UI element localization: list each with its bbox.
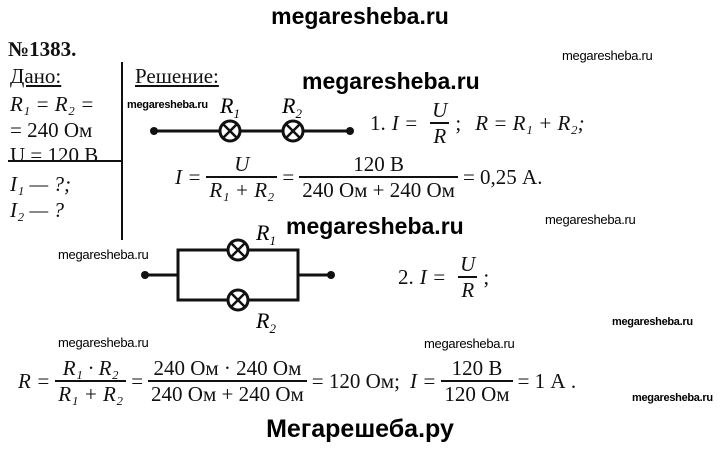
divider-vertical: [121, 62, 123, 240]
watermark: megaresheba.ru: [424, 336, 515, 351]
text: ;: [455, 110, 462, 135]
terminal: [150, 127, 158, 135]
find-line: I₂ — ?: [10, 198, 64, 222]
solution-title: Решение:: [135, 64, 219, 88]
numerator: 120 В: [353, 152, 404, 176]
denominator: R₁ + R₂: [206, 176, 278, 202]
lamp-icon: [226, 288, 250, 312]
label-r1: R1: [219, 93, 240, 121]
find-line: I₁ — ?;: [10, 172, 71, 196]
parallel-circuit-diagram: R1 R2: [141, 220, 335, 336]
text: I =: [391, 110, 419, 135]
numerator: U: [234, 152, 250, 176]
result: = 0,25 А.: [462, 164, 543, 189]
problem-number: №1383.: [8, 37, 77, 61]
watermark: megaresheba.ru: [302, 68, 480, 94]
lamp-icon: [226, 238, 250, 262]
text: I =: [419, 264, 447, 289]
watermark: megaresheba.ru: [562, 48, 653, 63]
numerator: R₁ · R₂: [62, 356, 119, 380]
text: I =: [409, 368, 437, 393]
footer-brand: Мегарешеба.ру: [266, 415, 454, 443]
watermark: megaresheba.ru: [58, 335, 149, 350]
denominator: 240 Ом + 240 Ом: [299, 176, 458, 202]
denominator: R: [458, 276, 478, 302]
text: R = R₁ + R₂;: [475, 110, 585, 135]
terminal: [346, 127, 354, 135]
label-r1: R1: [255, 220, 276, 248]
lamp-icon: [218, 119, 242, 143]
result: = 1 А .: [517, 368, 577, 393]
text: I =: [175, 164, 202, 189]
given-line: = 240 Ом: [10, 118, 93, 142]
label-r2: R2: [255, 308, 276, 336]
watermark: megaresheba.ru: [612, 316, 693, 328]
result: = 120 Ом;: [311, 368, 400, 393]
given-line: U = 120 В: [10, 143, 99, 167]
text: =: [131, 368, 144, 393]
denominator: R₁ + R₂: [55, 380, 127, 406]
text: ;: [483, 264, 490, 289]
label-r2: R2: [281, 93, 302, 121]
numerator: 120 В: [451, 356, 503, 380]
denominator: 120 Ом: [441, 380, 513, 406]
watermark: megaresheba.ru: [545, 212, 636, 227]
terminal: [141, 271, 149, 279]
denominator: 240 Ом + 240 Ом: [148, 380, 307, 406]
divider-horizontal: [8, 160, 122, 162]
text: R =: [18, 368, 51, 393]
denominator: R: [430, 122, 450, 148]
series-circuit-diagram: R1 R2: [150, 93, 354, 143]
header-watermark: megaresheba.ru: [271, 3, 449, 29]
watermark: megaresheba.ru: [58, 247, 149, 262]
text: =: [282, 164, 295, 189]
numerator: 240 Ом · 240 Ом: [153, 356, 302, 380]
terminal: [327, 271, 335, 279]
watermark: megaresheba.ru: [286, 213, 464, 239]
watermark: megaresheba.ru: [127, 99, 208, 111]
step-number: 2.: [398, 264, 414, 289]
watermark: megaresheba.ru: [632, 392, 713, 404]
given-title: Дано:: [10, 64, 62, 88]
step-number: 1.: [370, 110, 386, 135]
wire: [145, 248, 331, 302]
given-line: R₁ = R₂ =: [10, 92, 95, 116]
lamp-icon: [281, 119, 305, 143]
numerator: U: [432, 98, 448, 122]
numerator: U: [460, 252, 476, 276]
